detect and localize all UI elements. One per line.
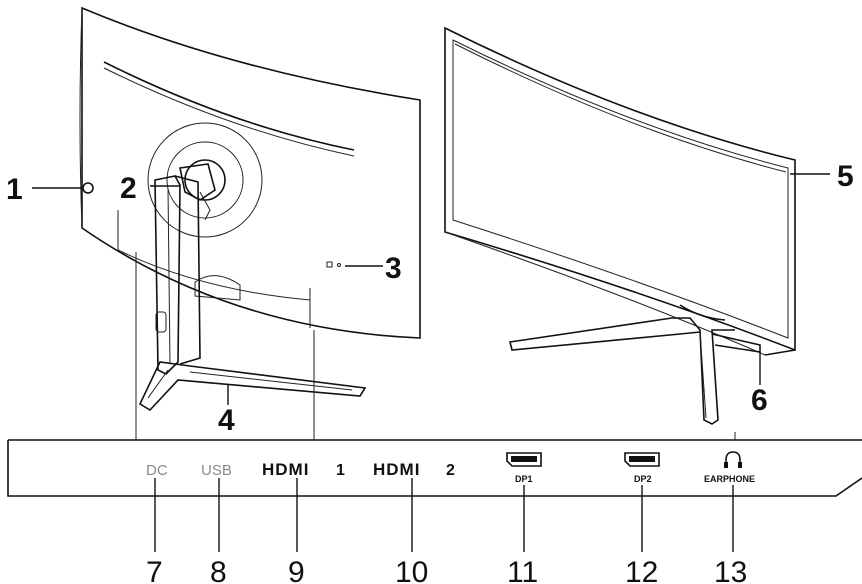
callout-8: 8 (210, 556, 227, 584)
port-panel (7, 439, 862, 497)
callout-12: 12 (625, 556, 658, 584)
port-dp2: DP2 (624, 452, 660, 484)
port-hdmi-2: HDMI 2 (373, 460, 455, 479)
hdmi-2-number: 2 (446, 462, 455, 479)
port-dc-label: DC (146, 462, 168, 479)
callout-leaders-bottom (154, 478, 734, 552)
callout-6: 6 (751, 384, 768, 417)
callout-13: 13 (714, 556, 747, 584)
port-hdmi-1: HDMI 1 (262, 460, 345, 479)
dp1-label: DP1 (515, 474, 533, 484)
displayport-connector-icon (624, 452, 660, 467)
port-dp1: DP1 (506, 452, 542, 484)
callout-9: 9 (288, 556, 305, 584)
hdmi-2-logo: HDMI (373, 460, 420, 479)
callout-11: 11 (507, 556, 538, 584)
port-usb-label: USB (201, 462, 232, 479)
hdmi-1-logo: HDMI (262, 460, 309, 479)
front-stand (509, 304, 761, 425)
callout-leaders-top (32, 173, 830, 440)
callout-5: 5 (837, 160, 854, 193)
hdmi-1-number: 1 (336, 462, 345, 479)
callout-2: 2 (120, 172, 137, 205)
rear-view-monitor (79, 6, 421, 412)
headphone-icon (724, 451, 742, 468)
rear-stand (138, 163, 367, 412)
front-view-monitor (444, 26, 796, 425)
port-earphone: EARPHONE (704, 451, 755, 484)
earphone-label: EARPHONE (704, 474, 755, 484)
power-button (82, 182, 94, 194)
displayport-connector-icon (506, 452, 542, 467)
callout-3: 3 (385, 252, 402, 285)
indicator-light (326, 261, 333, 268)
callout-1: 1 (6, 173, 23, 206)
callout-7: 7 (146, 556, 163, 584)
dp2-label: DP2 (634, 474, 652, 484)
callout-4: 4 (218, 404, 235, 437)
callout-10: 10 (395, 556, 428, 584)
